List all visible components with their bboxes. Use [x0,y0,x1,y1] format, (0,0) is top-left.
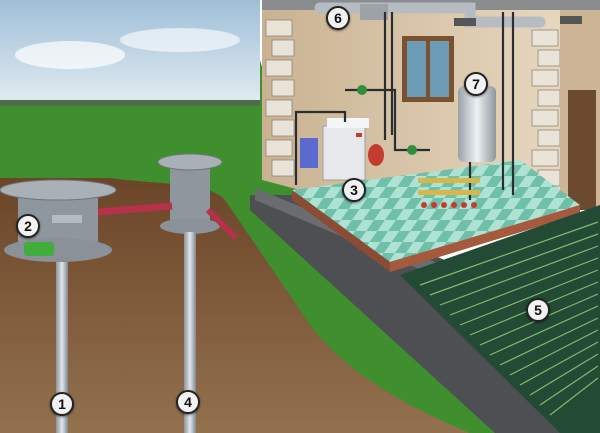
callout-6: 6 [326,6,350,30]
injection-well [170,160,210,224]
buffer-panel [300,138,318,168]
stone-quoins-left [265,19,295,177]
injection-well-rim [157,153,223,171]
callout-2: 2 [16,214,40,238]
ventilation-duct [314,2,546,28]
callout-3: 3 [342,178,366,202]
floor-edge [390,205,580,272]
floor-edge [292,190,390,272]
door [568,90,596,210]
ground-probe-1 [56,262,68,433]
indoor-piping [294,12,515,200]
cloud [120,28,240,52]
underfloor-heating-pipes [419,221,599,416]
collector-well-base [4,238,112,262]
duct-grille [454,18,476,26]
window-glass [407,41,426,97]
callout-1: 1 [50,392,74,416]
heat-pump-badge [356,133,362,137]
stone-quoins-right [531,29,561,187]
well-manifold [52,215,82,223]
callout-4: 4 [176,390,200,414]
window-glass [430,41,449,97]
callout-5: 5 [526,298,550,322]
underfloor-manifold [418,178,480,208]
heat-pump-top [327,118,369,128]
expansion-vessel [368,144,384,166]
circulation-pump-motor [24,242,54,256]
soil-cross-section [0,178,470,433]
injection-well-base [160,218,220,234]
collector-well-rim [0,179,117,201]
circulation-pump [357,85,367,95]
circulation-pump [407,145,417,155]
ground-probe-4 [184,232,196,433]
house-supply-pipe [205,207,239,241]
underfloor-heating-slab [400,205,600,433]
cloud [15,41,125,69]
duct-grille [560,16,582,24]
well-connecting-pipe [97,202,173,216]
horizon-treeline [0,100,260,106]
hot-water-tank [458,86,496,162]
duct-unit [360,4,388,20]
heat-pump-unit [322,125,366,181]
callout-7: 7 [464,72,488,96]
